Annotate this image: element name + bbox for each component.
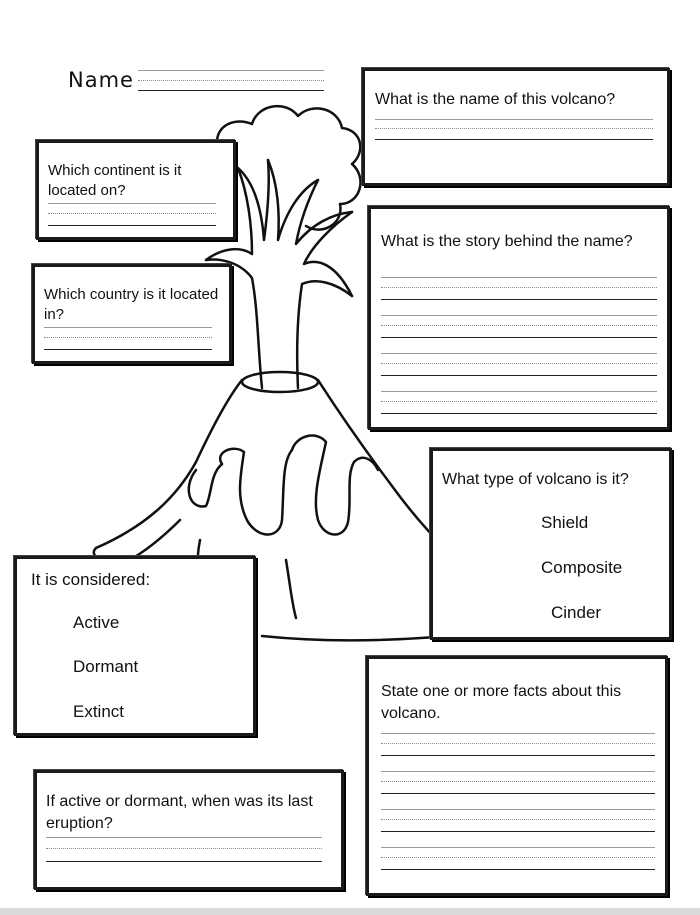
type-option-shield[interactable]: Shield (541, 513, 589, 532)
country-guide-mid (44, 337, 212, 338)
volcano-name-box: What is the name of this volcano? (362, 68, 670, 186)
status-option-dormant[interactable]: Dormant (73, 657, 139, 676)
last-eruption-guide-top (46, 837, 322, 838)
story-guide-7 (381, 391, 657, 392)
page-bottom-edge (0, 908, 700, 915)
status-option-extinct[interactable]: Extinct (73, 702, 125, 721)
story-guide-3 (381, 315, 657, 316)
story-guide-8 (381, 401, 657, 402)
facts-box: State one or more facts about this volca… (366, 656, 668, 896)
story-answer-line-2[interactable] (381, 337, 657, 338)
facts-guide-6 (381, 819, 655, 820)
status-question: It is considered: (31, 570, 151, 589)
last-eruption-answer-line[interactable] (46, 861, 322, 862)
volcano-type-box: What type of volcano is it? Shield Compo… (430, 448, 672, 640)
last-eruption-box: If active or dormant, when was its last … (34, 770, 344, 890)
continent-answer-line[interactable] (48, 225, 216, 226)
volcano-name-answer-line[interactable] (375, 139, 653, 140)
story-guide-6 (381, 363, 657, 364)
facts-answer-line-4[interactable] (381, 869, 655, 870)
facts-question: State one or more facts about this volca… (381, 683, 622, 722)
country-answer-line[interactable] (44, 349, 212, 350)
facts-guide-1 (381, 733, 655, 734)
last-eruption-guide-mid (46, 848, 322, 849)
story-answer-line-3[interactable] (381, 375, 657, 376)
facts-guide-3 (381, 771, 655, 772)
story-guide-5 (381, 353, 657, 354)
country-question: Which country is it located in? (44, 286, 219, 323)
name-field[interactable] (138, 90, 324, 91)
type-option-composite[interactable]: Composite (541, 558, 623, 577)
continent-box: Which continent is it located on? (36, 140, 236, 240)
country-box: Which country is it located in? (32, 264, 232, 364)
facts-guide-8 (381, 857, 655, 858)
story-box: What is the story behind the name? (368, 206, 670, 430)
story-guide-2 (381, 287, 657, 288)
story-question: What is the story behind the name? (381, 233, 633, 250)
continent-guide-mid (48, 213, 216, 214)
volcano-name-guide-mid (375, 128, 653, 129)
status-box: It is considered: Active Dormant Extinct (14, 556, 256, 736)
type-option-cinder[interactable]: Cinder (551, 603, 602, 622)
story-guide-1 (381, 277, 657, 278)
facts-guide-4 (381, 781, 655, 782)
story-answer-line-1[interactable] (381, 299, 657, 300)
name-label: Name (68, 68, 134, 92)
story-answer-line-4[interactable] (381, 413, 657, 414)
name-guide-mid (138, 80, 324, 81)
country-guide-top (44, 327, 212, 328)
name-guide-top (138, 70, 324, 71)
volcano-name-question: What is the name of this volcano? (375, 91, 616, 108)
facts-guide-7 (381, 847, 655, 848)
status-option-active[interactable]: Active (73, 613, 120, 632)
continent-question: Which continent is it located on? (48, 162, 182, 199)
facts-answer-line-2[interactable] (381, 793, 655, 794)
last-eruption-question: If active or dormant, when was its last … (46, 793, 313, 832)
volcano-name-guide-top (375, 119, 653, 120)
facts-answer-line-1[interactable] (381, 755, 655, 756)
facts-guide-5 (381, 809, 655, 810)
story-guide-4 (381, 325, 657, 326)
facts-answer-line-3[interactable] (381, 831, 655, 832)
volcano-type-question: What type of volcano is it? (442, 471, 629, 488)
facts-guide-2 (381, 743, 655, 744)
continent-guide-top (48, 203, 216, 204)
